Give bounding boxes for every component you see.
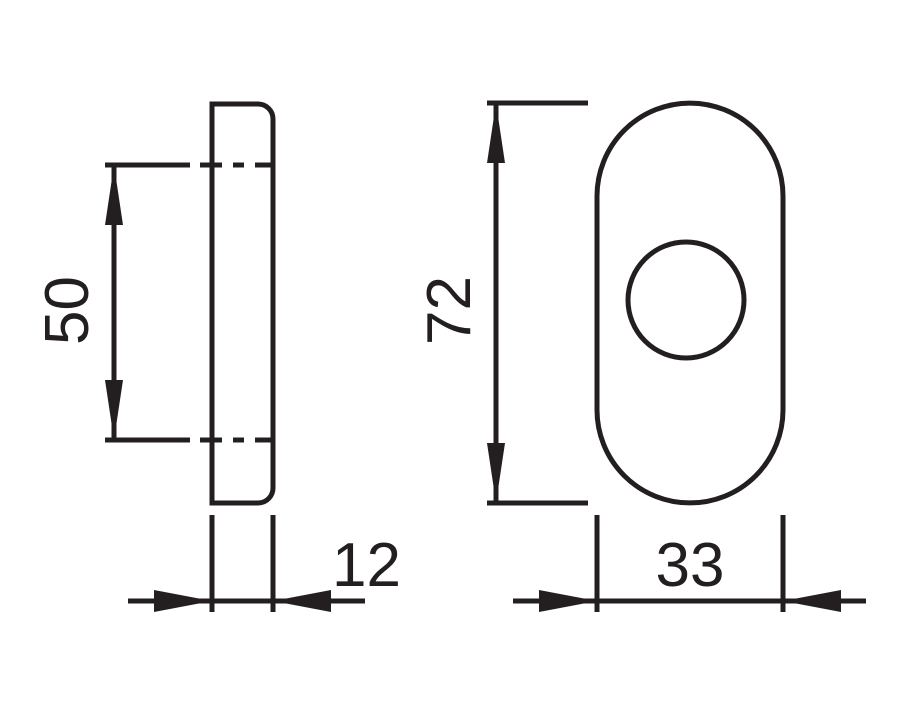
dimension-12-arrow-right [273,590,331,612]
dimension-50-group: 50 [33,162,272,443]
front-view-group [594,100,786,506]
side-view-outline [209,101,276,506]
dimension-12-label: 12 [332,531,401,600]
dimension-50-arrow-bottom [105,380,123,440]
dimension-33-arrow-right [783,590,841,612]
dimension-50-arrow-top [105,165,123,225]
dimension-50-label: 50 [33,276,102,345]
dimension-72-label: 72 [415,276,484,345]
dimension-33-group: 33 [513,515,866,612]
dimension-33-arrow-left [539,590,597,612]
dimension-72-arrow-top [487,103,505,163]
dimension-72-arrow-bottom [487,443,505,503]
side-view-group [209,101,276,506]
dimension-12-arrow-left [154,590,212,612]
dimension-72-group: 72 [415,100,588,506]
front-view-bore-circle [625,239,747,361]
dimension-12-group: 12 [128,515,401,612]
dimension-33-label: 33 [656,531,725,600]
front-view-oval-outline [594,100,786,506]
